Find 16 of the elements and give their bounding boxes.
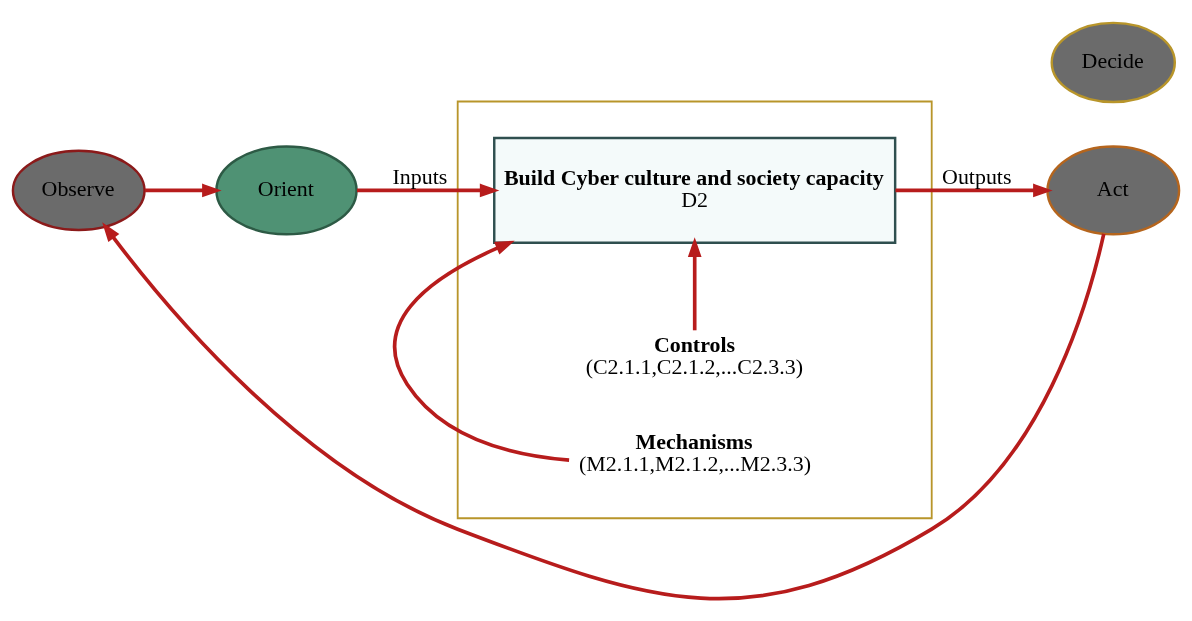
edge-label: Inputs — [392, 163, 448, 189]
node-ellipse: Orient — [215, 144, 358, 235]
node-text: Controls (C2.1.1,C2.1.2,...C2.3.3) — [585, 331, 804, 379]
arrow — [102, 221, 1106, 600]
arrow — [895, 183, 1053, 197]
node-ellipse: Observe — [11, 149, 146, 231]
cluster — [456, 100, 933, 519]
arrow — [357, 183, 500, 197]
node-ellipse: Act — [1046, 144, 1181, 235]
arrow — [393, 240, 570, 462]
node-ellipse: Decide — [1050, 21, 1177, 103]
arrow — [144, 183, 222, 197]
node-box: Build Cyber culture and society capacity D2 — [493, 136, 897, 244]
edge-label: Outputs — [942, 163, 1012, 189]
node-text: Mechanisms (M2.1.1,M2.1.2,...M2.3.3) — [578, 428, 811, 476]
arrow — [687, 236, 702, 330]
